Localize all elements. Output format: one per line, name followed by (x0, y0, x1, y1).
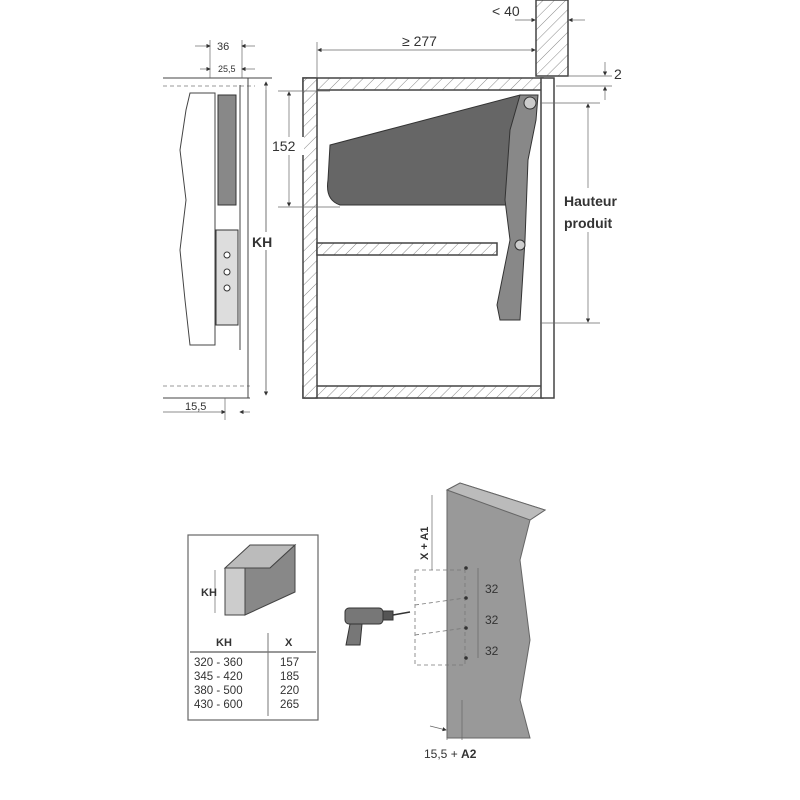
hauteur-label-line1: Hauteur (564, 193, 617, 209)
table-cell-kh: 430 - 600 (194, 699, 243, 711)
side-view: 36 25,5 KH 15,5 (163, 40, 274, 420)
drilling-view: 32 32 32 X + A1 15,5 + A2 (344, 482, 547, 761)
dim-25-5-label: 25,5 (218, 64, 236, 74)
table-cell-kh: 320 - 360 (194, 657, 243, 669)
table-cell-kh: 380 - 500 (194, 685, 243, 697)
box-kh-label: KH (201, 587, 217, 599)
shelf (316, 242, 498, 256)
cabinet-side-panel (446, 482, 547, 739)
dim-2-label: 2 (614, 66, 622, 82)
front-door (540, 77, 555, 399)
lifted-flap (327, 94, 521, 206)
table-cell-kh: 345 - 420 (194, 671, 243, 683)
dim-40-label: < 40 (492, 3, 520, 19)
table-header-x: X (285, 637, 293, 649)
spacing-label: 32 (485, 613, 499, 627)
dim-15-5-label: 15,5 (185, 401, 206, 413)
spacing-label: 32 (485, 644, 499, 658)
wall (535, 0, 569, 77)
hauteur-label-line2: produit (564, 215, 613, 231)
drill-icon (344, 607, 411, 646)
dim-277-label: ≥ 277 (402, 33, 437, 49)
dim-15-5-a2-label: 15,5 + A2 (424, 747, 477, 761)
door-silhouette (179, 92, 216, 346)
dim-36-label: 36 (217, 41, 229, 53)
front-view: ≥ 277 < 40 2 152 Hauteur produit (270, 0, 632, 399)
table-header-kh: KH (216, 637, 232, 649)
lift-arm (496, 94, 539, 321)
dim-152-label: 152 (272, 138, 296, 154)
spacing-label: 32 (485, 582, 499, 596)
dim-kh-label: KH (252, 234, 272, 250)
lift-mechanism (217, 94, 237, 206)
table-cell-x: 220 (280, 685, 299, 697)
hinge-outline (414, 569, 466, 666)
table-cell-x: 157 (280, 657, 299, 669)
table-cell-x: 265 (280, 699, 299, 711)
dim-x-a1-label: X + A1 (419, 526, 431, 560)
table-cell-x: 185 (280, 671, 299, 683)
kh-table: KH KH X 320 - 360 157 345 - 420 185 380 … (187, 534, 319, 721)
mounting-plate (215, 229, 239, 326)
box-side (244, 543, 296, 616)
